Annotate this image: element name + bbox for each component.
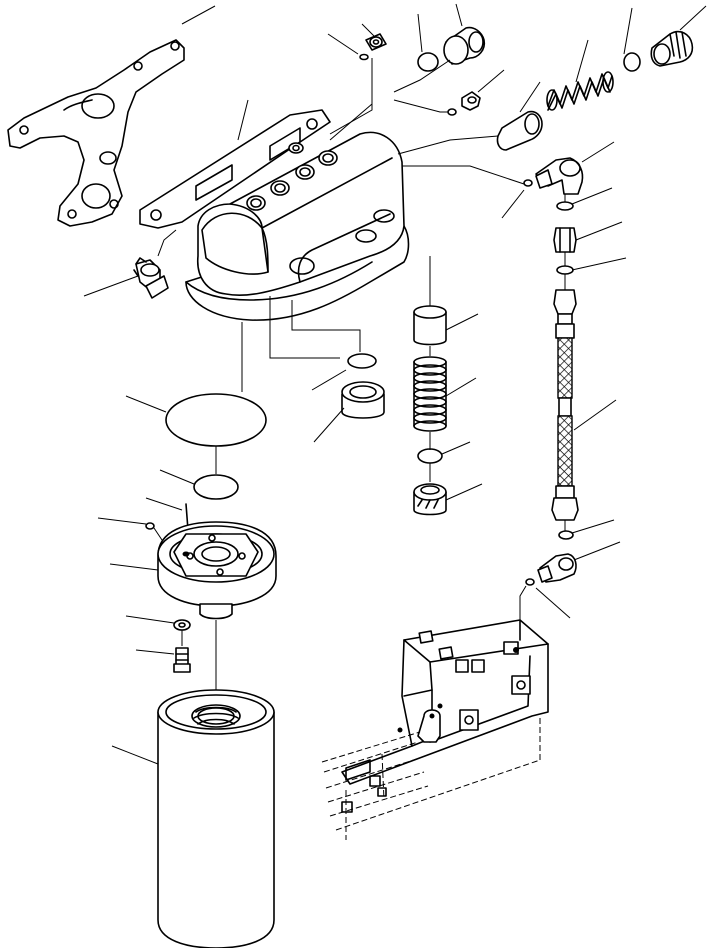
guide-line (153, 527, 163, 541)
plug-fitting-top (365, 33, 387, 51)
leader-line (535, 587, 571, 619)
leader-line (575, 221, 623, 241)
leader-line (623, 7, 633, 55)
leader-line (83, 275, 139, 297)
leader-line (329, 58, 373, 135)
leader-line (159, 469, 195, 485)
connector (553, 227, 577, 253)
leader-line (571, 519, 615, 534)
sleeve (413, 305, 447, 346)
leader-line (125, 395, 167, 413)
leader-line (575, 39, 589, 83)
seal-washer (556, 265, 574, 275)
valve-spring (413, 356, 447, 432)
o-ring (623, 52, 641, 72)
leader-line (441, 441, 471, 455)
leader-line (571, 257, 627, 271)
o-ring (447, 108, 457, 116)
hose-assembly (551, 289, 579, 521)
fitting-small (461, 91, 481, 111)
mounting-frame (321, 619, 549, 840)
leader-line (417, 13, 423, 53)
bolt-fitting (133, 257, 169, 299)
washer-hole (178, 622, 186, 628)
valve-plug (413, 483, 447, 516)
plug-cap (341, 381, 385, 419)
o-ring (523, 179, 533, 187)
o-ring (145, 522, 155, 530)
leader-line (393, 99, 448, 113)
leader-line (501, 189, 525, 219)
leader-line (361, 23, 375, 37)
leader-line (311, 369, 347, 391)
port-4 (318, 150, 338, 166)
plug-cap (443, 26, 486, 65)
o-ring (359, 53, 369, 61)
leader-line (445, 377, 477, 397)
seal-washer (558, 530, 574, 540)
leader-line (581, 141, 615, 163)
guide-line (291, 300, 361, 352)
filter-base (157, 521, 277, 620)
guide-line (157, 229, 177, 257)
leader-line (571, 187, 613, 205)
filter-head-housing (139, 109, 410, 321)
port-3 (295, 164, 315, 180)
leader-line (573, 399, 617, 431)
washer (173, 619, 191, 631)
spring (546, 71, 614, 111)
filter-cartridge (157, 689, 275, 948)
leader-line (519, 81, 541, 113)
guide-line (269, 296, 340, 359)
elbow-fitting (535, 157, 584, 195)
o-ring-valve (417, 448, 443, 464)
o-ring (347, 353, 377, 369)
leader-line (397, 135, 499, 155)
leader-line (679, 5, 707, 31)
gasket (7, 39, 185, 227)
leader-line (393, 59, 451, 93)
port-1 (246, 195, 266, 211)
leader-line (573, 541, 621, 561)
leader-line (237, 99, 249, 141)
leader-line (327, 33, 359, 55)
o-ring (417, 52, 439, 72)
leader-line (402, 165, 525, 185)
leader-line (477, 69, 505, 93)
leader-line (145, 497, 183, 511)
spool (496, 110, 543, 151)
leader-line (445, 313, 479, 331)
small-o-ring (193, 474, 239, 500)
leader-line (455, 3, 463, 27)
port-2 (270, 180, 290, 196)
leader-line (97, 517, 147, 525)
relief-plug (650, 30, 694, 67)
large-o-ring (165, 393, 267, 447)
bolt (173, 647, 191, 673)
leader-line (109, 563, 159, 571)
seal-washer (556, 201, 574, 211)
port-5 (288, 142, 304, 154)
leader-line (181, 5, 216, 25)
leader-line (313, 407, 345, 443)
leader-line (111, 745, 159, 765)
leader-line (125, 615, 175, 624)
leader-line (445, 483, 483, 501)
elbow-fitting-lower (537, 553, 577, 583)
o-ring (525, 578, 535, 586)
leader-line (135, 649, 175, 655)
